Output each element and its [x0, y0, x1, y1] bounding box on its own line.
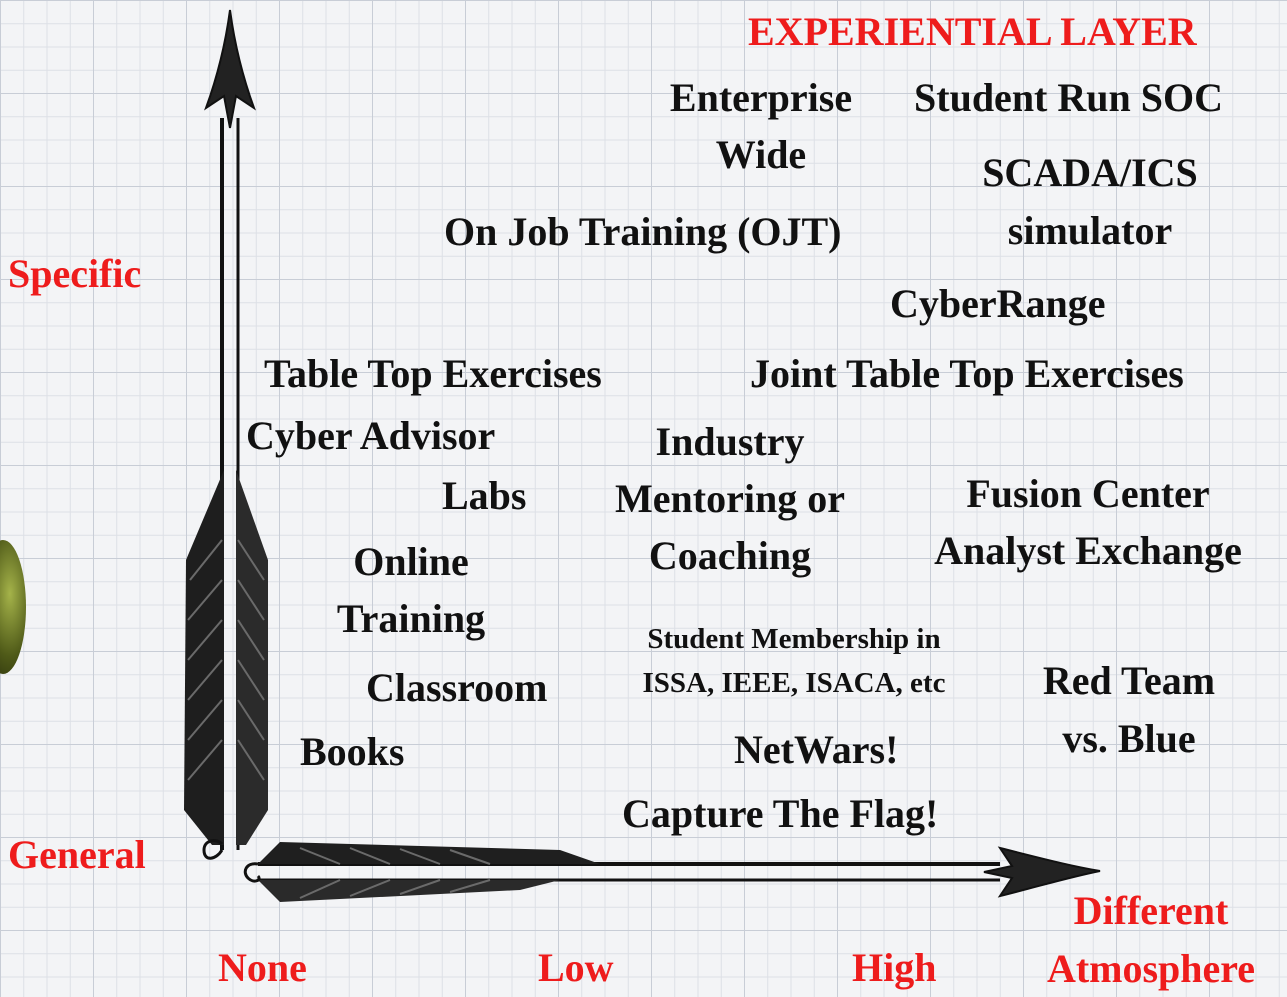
item-student-run-soc: Student Run SOC: [914, 75, 1224, 120]
x-axis-end-line-1: Different: [1073, 888, 1229, 933]
item-enterprise-wide: Enterprise Wide: [669, 75, 853, 177]
item-scada-ics-simulator: SCADA/ICS simulator: [982, 150, 1198, 253]
item-capture-the-flag: Capture The Flag!: [622, 791, 939, 836]
item-industry-mentoring: Industry Mentoring or Coaching: [615, 419, 845, 578]
item-fusion-center: Fusion Center Analyst Exchange: [934, 471, 1242, 573]
item-online-training: Online Training: [336, 539, 486, 641]
item-table-top-exercises: Table Top Exercises: [264, 351, 602, 396]
x-axis-arrow: [243, 842, 1101, 902]
item-student-membership: Student Membership in ISSA, IEEE, ISACA,…: [642, 623, 946, 699]
x-axis-tick-none: None: [218, 945, 307, 990]
item-labs: Labs: [442, 473, 527, 518]
item-cyberrange: CyberRange: [890, 281, 1106, 326]
item-on-job-training: On Job Training (OJT): [444, 209, 842, 254]
title: EXPERIENTIAL LAYER: [748, 9, 1197, 54]
item-books: Books: [300, 729, 405, 774]
y-axis-arrow: [184, 9, 268, 860]
x-axis-tick-low: Low: [538, 945, 614, 990]
x-axis-end-line-2: Atmosphere: [1046, 945, 1256, 991]
x-axis-tick-high: High: [852, 945, 937, 990]
item-classroom: Classroom: [366, 665, 548, 710]
x-axis-end-label: Different Atmosphere: [1030, 882, 1272, 997]
item-cyber-advisor: Cyber Advisor: [246, 413, 496, 458]
item-joint-table-top-exercises: Joint Table Top Exercises: [750, 351, 1184, 396]
y-axis-top-label: Specific: [8, 251, 142, 296]
item-netwars: NetWars!: [734, 727, 899, 772]
y-axis-bottom-label: General: [8, 832, 146, 877]
item-red-team-vs-blue: Red Team vs. Blue: [1042, 658, 1216, 761]
